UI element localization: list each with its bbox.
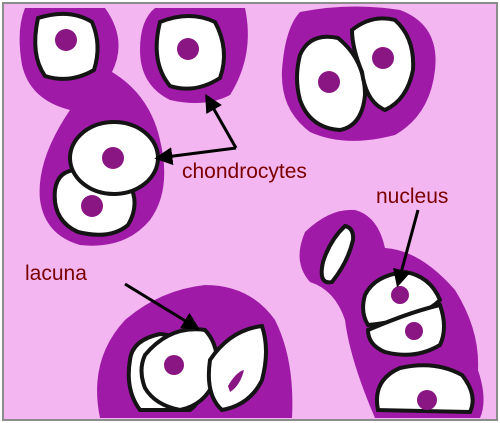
chondrocytes-label: chondrocytes — [182, 160, 307, 183]
nucleus — [81, 195, 103, 217]
nucleus — [55, 29, 77, 51]
cell-top-left — [35, 14, 97, 79]
lacuna-label: lacuna — [25, 262, 87, 285]
nucleus — [102, 147, 124, 169]
cell-top-middle — [157, 16, 224, 89]
nucleus-label: nucleus — [376, 185, 448, 208]
nucleus — [405, 322, 423, 340]
nucleus — [391, 286, 409, 304]
nucleus — [164, 355, 184, 375]
cell-group-bottom-middle — [129, 326, 266, 410]
nucleus — [372, 47, 394, 69]
nucleus — [417, 390, 437, 410]
nucleus — [177, 38, 199, 60]
nucleus — [318, 71, 340, 93]
